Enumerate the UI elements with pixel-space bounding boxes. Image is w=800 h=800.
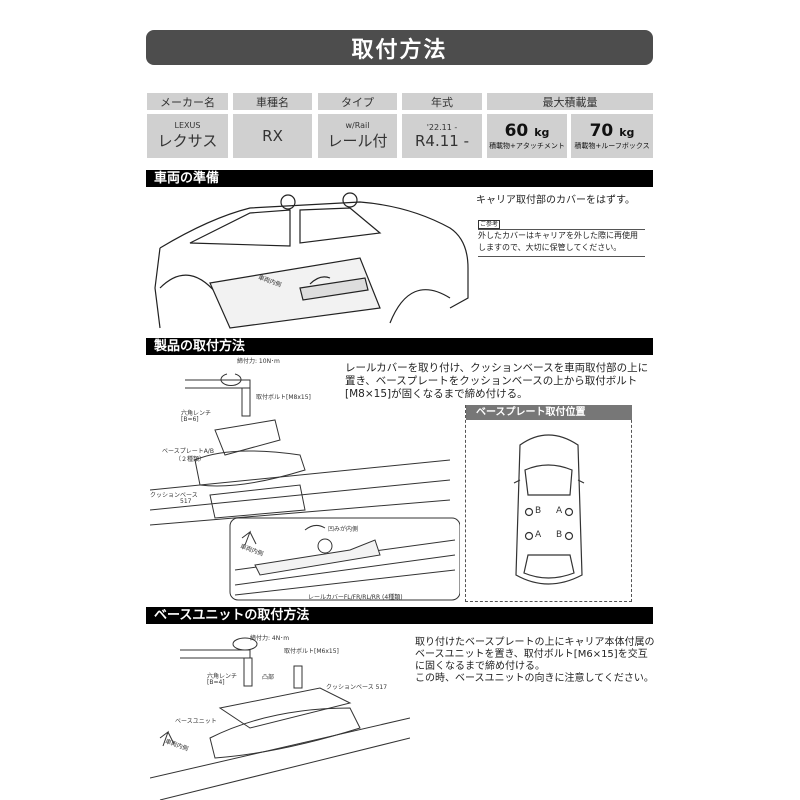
cushion-label: クッションベース 517 xyxy=(326,684,388,691)
wrench-size-label: [B=6] xyxy=(181,416,199,423)
marker-label: A xyxy=(535,530,542,540)
bolt-label: 取付ボルト[M6x15] xyxy=(284,648,339,655)
header-type: タイプ xyxy=(318,93,397,110)
torque-label: 締付力: 10N･m xyxy=(237,358,280,365)
model-main: RX xyxy=(262,127,283,145)
maker-main: レクサス xyxy=(157,132,218,150)
product-install-diagram xyxy=(150,373,460,601)
base-plate-types-label: （２種類） xyxy=(175,456,206,463)
wrench-label: 六角レンチ xyxy=(181,410,212,417)
maker-sub: LEXUS xyxy=(174,121,201,130)
type-sub: w/Rail xyxy=(345,121,370,130)
section3-caution: この時、ベースユニットの向きに注意してください。 xyxy=(415,673,654,684)
section2-instruction: レールカバーを取り付け、クッションベースを車両取付部の上に置き、ベースプレートを… xyxy=(345,362,649,400)
load-attachment-cell: 60 kg 積載物+アタッチメント xyxy=(487,114,567,158)
mount-point xyxy=(524,531,534,541)
marker-label: B xyxy=(535,506,542,516)
note-divider: ご参考 xyxy=(478,216,645,230)
section-heading-base-unit-install: ベースユニットの取付方法 xyxy=(146,607,653,624)
load-value: 60 xyxy=(504,121,529,141)
base-unit-install-diagram xyxy=(150,637,410,800)
mount-point xyxy=(564,507,574,517)
section-heading-product-install: 製品の取付方法 xyxy=(146,338,653,355)
section3-text-block: 取り付けたベースプレートの上にキャリア本体付属のベースユニットを置き、取付ボルト… xyxy=(415,637,655,685)
model-cell: RX xyxy=(233,114,312,158)
marker-label: B xyxy=(556,530,563,540)
bolt-label: 取付ボルト[M8x15] xyxy=(256,394,311,401)
mount-point xyxy=(524,507,534,517)
torque-label: 締付力: 4N･m xyxy=(250,635,290,642)
type-cell: w/Rail レール付 xyxy=(318,114,397,158)
load-unit: kg xyxy=(619,126,635,139)
year-sub: '22.11 - xyxy=(426,122,458,132)
rail-cover-label: レールカバーFL/FR/RL/RR (4種類) xyxy=(308,594,403,601)
header-max-load: 最大積載量 xyxy=(487,93,653,110)
load-value: 70 xyxy=(589,121,614,141)
mount-point xyxy=(564,531,574,541)
base-unit-label: ベースユニット xyxy=(175,718,217,725)
load-unit: kg xyxy=(534,126,550,139)
marker-label: A xyxy=(556,506,563,516)
load-note: 積載物+アタッチメント xyxy=(489,142,565,150)
wrench-size-label: [B=4] xyxy=(207,679,225,686)
year-main: R4.11 - xyxy=(414,131,469,150)
car-top-view xyxy=(513,434,585,585)
convex-label: 凸部 xyxy=(262,674,275,681)
load-note: 積載物+ルーフボックス xyxy=(574,142,650,150)
header-maker: メーカー名 xyxy=(147,93,228,110)
cushion-label: クッションベース xyxy=(150,492,198,499)
maker-cell: LEXUS レクサス xyxy=(147,114,228,158)
type-main: レール付 xyxy=(327,132,388,150)
page-title: 取付方法 xyxy=(146,30,653,65)
cushion-no-label: 517 xyxy=(180,498,192,505)
section3-instruction: 取り付けたベースプレートの上にキャリア本体付属のベースユニットを置き、取付ボルト… xyxy=(415,637,655,672)
note-tag: ご参考 xyxy=(478,220,501,229)
base-plate-position-title: ベースプレート取付位置 xyxy=(466,405,632,420)
base-plate-label: ベースプレートA/B xyxy=(162,448,214,455)
recess-label: 凹みが内側 xyxy=(328,526,359,533)
year-cell: '22.11 - R4.11 - xyxy=(402,114,482,158)
car-side-illustration xyxy=(154,192,469,329)
load-roofbox-cell: 70 kg 積載物+ルーフボックス xyxy=(571,114,653,158)
section1-instruction: キャリア取付部のカバーをはずす。 xyxy=(476,195,635,206)
header-model: 車種名 xyxy=(233,93,312,110)
section1-note: 外したカバーはキャリアを外した際に再使用しますので、大切に保管してください。 xyxy=(478,230,645,257)
header-year: 年式 xyxy=(402,93,482,110)
section-heading-vehicle-prep: 車両の準備 xyxy=(146,170,653,187)
wrench-label: 六角レンチ xyxy=(207,673,238,680)
